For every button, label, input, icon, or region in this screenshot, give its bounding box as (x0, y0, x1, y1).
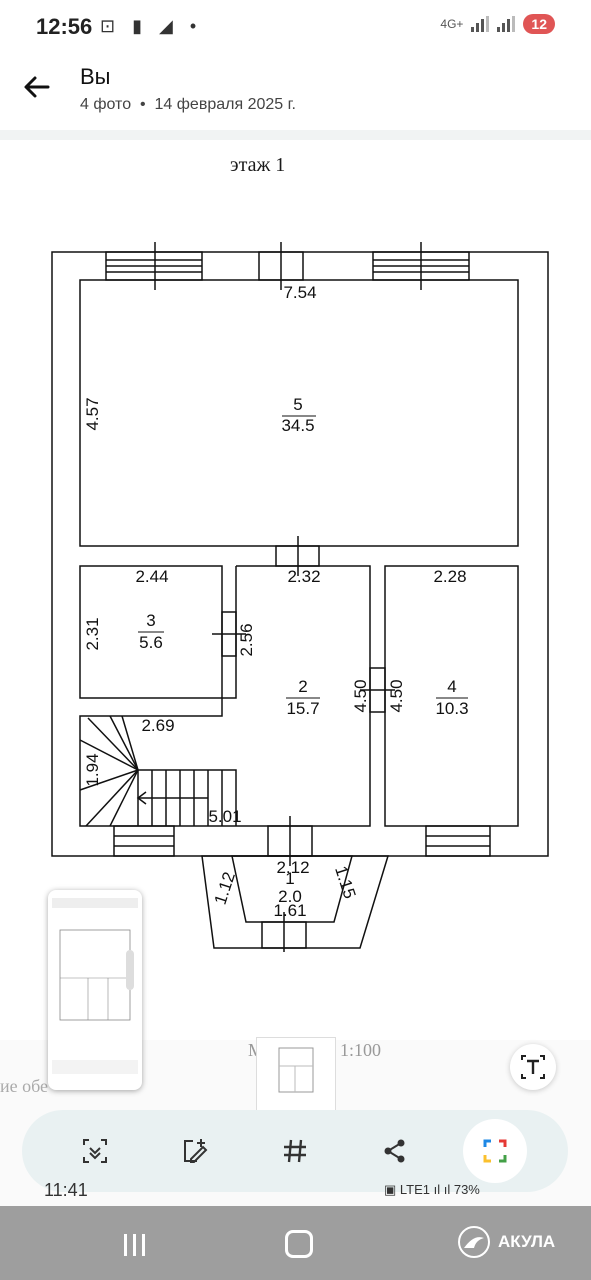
dim-porch-left: 1.12 (211, 870, 239, 907)
room-number: 3 (146, 611, 155, 630)
edit-icon[interactable] (154, 1110, 236, 1192)
dim-bottom: 5.01 (208, 807, 241, 826)
hashtag-icon[interactable] (254, 1110, 336, 1192)
outer-wall (51, 251, 549, 857)
album-date: 14 февраля 2025 г. (154, 96, 296, 113)
photo-count: 4 фото (80, 96, 132, 113)
share-icon[interactable] (354, 1110, 436, 1192)
room-2-outline (79, 565, 371, 827)
album-info: 4 фото • 14 февраля 2025 г. (80, 96, 296, 114)
room-number: 2 (298, 677, 307, 696)
shark-logo-icon (458, 1226, 490, 1258)
dim-wall-a: 4.50 (351, 679, 370, 712)
dim-r3-right: 2.56 (237, 623, 256, 656)
underlying-statusbar: 11:41 ▣ LTE1 ıl ıl 73% (0, 1178, 591, 1204)
room-number: 1 (285, 869, 294, 888)
scan-icon[interactable] (54, 1110, 136, 1192)
brand-watermark: АКУЛА (456, 1224, 555, 1260)
floor-title: этаж 1 (230, 154, 286, 176)
scale-label: 1:100 (340, 1040, 382, 1060)
home-button[interactable] (285, 1230, 313, 1258)
status-time: 12:56 (36, 14, 93, 39)
notification-icons: ⊡ ▮ ◢ • (100, 16, 203, 36)
room-area: 34.5 (281, 416, 314, 435)
arrow-left-icon[interactable] (20, 70, 54, 104)
dim-porch-right: 1.15 (331, 864, 359, 901)
separator-dot: • (135, 96, 151, 113)
room-number: 4 (447, 677, 456, 696)
document-preview (256, 1037, 336, 1113)
floor-plan[interactable]: 7.54 4.57 2.44 2.31 2.56 2.32 2.69 1.94 … (0, 0, 591, 1040)
text-recognition-icon[interactable] (510, 1044, 556, 1090)
battery-indicator: 12 (523, 14, 555, 34)
dim-r3-top: 2.44 (135, 567, 168, 586)
underlying-time: 11:41 (44, 1180, 88, 1200)
page-title: Вы (80, 64, 111, 89)
lens-icon[interactable] (454, 1110, 536, 1192)
room-area: 10.3 (435, 699, 468, 718)
dim-r3-left: 2.31 (83, 617, 102, 650)
room-area: 2.0 (278, 887, 302, 906)
signal-icon (497, 16, 516, 32)
divider (0, 130, 591, 140)
bottom-toolbar (22, 1110, 568, 1192)
status-bar: 12:56 ⊡ ▮ ◢ • 4G+ 12 (0, 0, 591, 56)
dim-stair-left: 1.94 (83, 753, 102, 786)
dim-porch-top: 2.12 (276, 858, 309, 877)
strip-text: ие обе (0, 1076, 49, 1096)
dim-r4-top: 2.28 (433, 567, 466, 586)
header: Вы 4 фото • 14 февраля 2025 г. (0, 56, 591, 130)
dim-r2-top: 2.32 (287, 567, 320, 586)
brand-name: АКУЛА (498, 1232, 556, 1251)
room-number: 5 (293, 395, 302, 414)
recent-apps-button[interactable] (122, 1234, 148, 1261)
dim-stair: 2.69 (141, 716, 174, 735)
network-type: 4G+ (440, 17, 464, 31)
dim-wall-b: 4.50 (387, 679, 406, 712)
dim-left: 4.57 (83, 397, 102, 430)
signal-icon (471, 16, 490, 32)
dim-porch-bottom: 1.61 (273, 901, 306, 920)
room-area: 5.6 (139, 633, 163, 652)
navigation-bar: АКУЛА (0, 1206, 591, 1280)
underlying-status: ▣ LTE1 ıl ıl 73% (384, 1182, 480, 1197)
room-area: 15.7 (286, 699, 319, 718)
screenshot-thumbnail[interactable] (48, 890, 142, 1090)
dim-top: 7.54 (283, 283, 316, 302)
